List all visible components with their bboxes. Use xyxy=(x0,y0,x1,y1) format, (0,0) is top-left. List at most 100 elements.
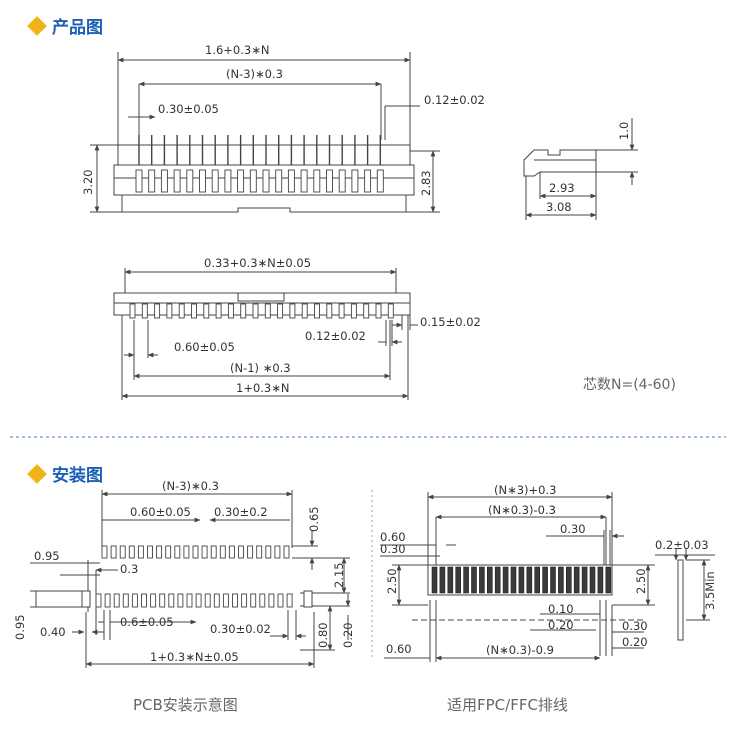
bottom-pin xyxy=(326,303,333,319)
dim-height-right: 2.83 xyxy=(419,170,433,196)
bottom-pin xyxy=(301,303,308,319)
fpc-finger xyxy=(463,566,469,594)
fpc-dim-030b: 0.30 xyxy=(560,522,586,536)
pcb-pad-top xyxy=(238,545,244,559)
bottom-pin xyxy=(289,303,296,319)
fpc-finger xyxy=(486,566,493,594)
dim-side-depth1: 2.93 xyxy=(549,181,575,195)
bottom-pin xyxy=(338,303,345,319)
pcb-pad-top xyxy=(119,545,126,559)
pcb-pad-bottom xyxy=(204,593,211,608)
bottom-pin xyxy=(375,303,382,319)
top-contact xyxy=(237,169,245,193)
bottom-pin xyxy=(154,303,161,319)
bottom-pin xyxy=(215,303,222,319)
pcb-dim-pitch-top: 0.60±0.05 xyxy=(130,505,191,519)
pcb-pad-bottom xyxy=(241,593,248,608)
top-contact xyxy=(224,169,232,193)
pcb-pad-bottom xyxy=(286,593,293,608)
pcb-pad-bottom xyxy=(186,593,193,608)
top-contact xyxy=(211,169,219,193)
fpc-finger xyxy=(455,566,462,594)
pcb-pad-bottom xyxy=(150,593,157,608)
bottom-pin xyxy=(264,303,271,319)
dim-bottom-tab: 0.15±0.02 xyxy=(420,315,481,329)
pcb-pad-top xyxy=(201,545,208,559)
fpc-finger xyxy=(589,566,596,594)
pcb-pad-bottom xyxy=(222,593,229,608)
top-contact xyxy=(351,169,359,193)
bottom-pin xyxy=(314,303,320,319)
top-contact xyxy=(326,169,333,193)
pin-count-note: 芯数N=(4-60) xyxy=(583,377,676,393)
bottom-pin xyxy=(191,303,197,319)
pcb-pad-bottom xyxy=(232,593,238,608)
pcb-pad-bottom xyxy=(95,593,102,608)
top-contact xyxy=(275,169,283,193)
bottom-pin xyxy=(203,303,210,319)
top-contact xyxy=(148,169,156,193)
top-contact xyxy=(313,169,321,193)
fpc-dim-020b: 0.20 xyxy=(622,635,648,649)
pcb-dim-pitch-bottom: 0.6±0.05 xyxy=(120,615,174,629)
fpc-finger xyxy=(439,566,446,594)
pcb-pad-top xyxy=(256,545,263,559)
product-bottom-pins xyxy=(129,303,394,319)
product-top-pins xyxy=(135,135,384,193)
pcb-pad-bottom xyxy=(131,593,138,608)
fpc-dim-inner: (N∗0.3)-0.3 xyxy=(488,503,556,517)
fpc-dim-total: (N∗3)+0.3 xyxy=(494,483,556,497)
pcb-pad-top xyxy=(137,545,144,559)
pcb-pad-top xyxy=(274,545,281,559)
top-contact xyxy=(199,169,206,193)
fpc-finger xyxy=(510,566,517,594)
pcb-pad-bottom xyxy=(141,593,147,608)
top-contact xyxy=(376,169,384,193)
fpc-finger xyxy=(534,566,541,594)
product-section-title: 产品图 xyxy=(52,18,103,38)
pcb-pad-bottom xyxy=(195,593,202,608)
pcb-dim-h080: 0.80 xyxy=(316,622,330,648)
pcb-pad-bottom xyxy=(277,593,284,608)
bottom-pin xyxy=(277,303,284,319)
pcb-pad-bottom xyxy=(122,593,129,608)
install-section-header: 安装图 xyxy=(27,461,103,486)
pcb-dim-total: 1+0.3∗N±0.05 xyxy=(150,650,239,664)
dim-bottom-total: 0.33+0.3∗N±0.05 xyxy=(204,256,311,270)
pcb-layout-diagram xyxy=(30,490,351,668)
top-contact xyxy=(262,169,270,193)
pcb-pad-bottom xyxy=(177,593,184,608)
dim-pin-width: 0.12±0.02 xyxy=(424,93,485,107)
bottom-pin xyxy=(252,303,259,319)
pcb-dim-pad-top: 0.30±0.2 xyxy=(214,505,268,519)
pcb-dim-left-095: 0.95 xyxy=(34,549,60,563)
fpc-dim-min: 3.5Min xyxy=(703,571,717,610)
bottom-pin xyxy=(350,303,357,319)
pcb-pad-top xyxy=(265,545,272,559)
fpc-finger xyxy=(471,566,477,594)
top-contact xyxy=(186,169,194,193)
fpc-dim-030c: 0.30 xyxy=(622,619,648,633)
product-bottom-view xyxy=(113,268,418,400)
fpc-dim-250-left: 2.50 xyxy=(385,568,399,594)
top-contact xyxy=(338,169,346,193)
fpc-finger xyxy=(550,566,556,594)
pcb-pad-top xyxy=(283,545,290,559)
fpc-finger xyxy=(542,566,548,594)
fpc-caption: 适用FPC/FFC排线 xyxy=(447,696,568,714)
pcb-pad-top xyxy=(192,545,199,559)
install-section-title: 安装图 xyxy=(52,466,103,486)
pcb-pad-bottom xyxy=(268,593,275,608)
dim-bottom-pin: 0.12±0.02 xyxy=(305,329,366,343)
fpc-dim-060: 0.60 xyxy=(380,530,406,544)
fpc-finger xyxy=(581,566,588,594)
top-contact xyxy=(287,169,295,193)
pcb-pads xyxy=(95,545,293,608)
pcb-pad-top xyxy=(110,545,117,559)
pcb-pad-bottom xyxy=(104,593,111,608)
pcb-pad-top xyxy=(219,545,226,559)
fpc-dim-020: 0.20 xyxy=(548,618,574,632)
pcb-dim-pad-bottom: 0.30±0.02 xyxy=(210,622,271,636)
fpc-fingers xyxy=(431,566,612,594)
